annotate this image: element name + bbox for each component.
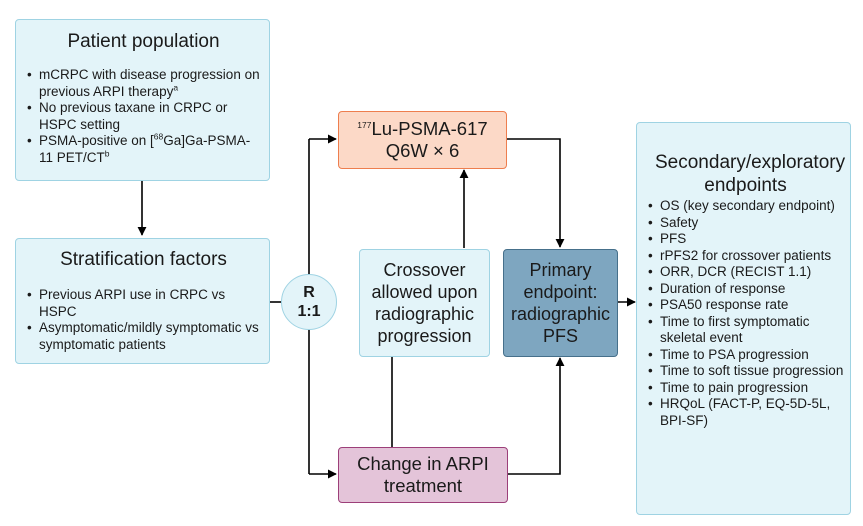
primary-endpoint-box: Primary endpoint: radiographic PFS <box>503 249 618 357</box>
stratification-factors-title: Stratification factors <box>60 249 227 270</box>
lu-psma-line1: 177Lu-PSMA-617 <box>357 118 488 139</box>
list-item: ORR, DCR (RECIST 1.1) <box>648 264 844 281</box>
list-item: rPFS2 for crossover patients <box>648 248 844 265</box>
list-item: Time to soft tissue progression <box>648 363 844 380</box>
arrow-lu-to-primary <box>507 138 565 248</box>
secondary-endpoints-title: Secondary/exploratory endpoints <box>655 152 846 196</box>
list-item: PFS <box>648 231 844 248</box>
list-item: Time to pain progression <box>648 380 844 397</box>
list-item: Previous ARPI use in CRPC vs HSPC <box>27 287 261 320</box>
list-item: Asymptomatic/mildly symptomatic vs sympt… <box>27 320 261 353</box>
list-item: Duration of response <box>648 281 844 298</box>
randomization-ratio: 1:1 <box>297 303 321 320</box>
list-item: PSMA-positive on [68Ga]Ga-PSMA-11 PET/CT… <box>27 132 261 166</box>
list-item: HRQoL (FACT-P, EQ-5D-5L, BPI-SF) <box>648 396 844 429</box>
lu-psma-line2: Q6W × 6 <box>385 140 460 161</box>
patient-population-box: Patient population mCRPC with disease pr… <box>15 19 270 181</box>
list-item: OS (key secondary endpoint) <box>648 198 844 215</box>
arpi-treatment-box: Change in ARPI treatment <box>338 447 508 503</box>
list-item: Time to first symptomatic skeletal event <box>648 314 844 347</box>
crossover-box: Crossover allowed upon radiographic prog… <box>359 249 490 357</box>
primary-endpoint-text: Primary endpoint: radiographic PFS <box>510 260 611 346</box>
list-item: Safety <box>648 215 844 232</box>
patient-population-title: Patient population <box>67 31 220 52</box>
list-item: mCRPC with disease progression on previo… <box>27 67 261 100</box>
list-item: Time to PSA progression <box>648 347 844 364</box>
randomization-circle: R 1:1 <box>281 274 337 330</box>
list-item: No previous taxane in CRPC or HSPC setti… <box>27 100 261 133</box>
arrow-arpi-to-primary <box>508 357 565 475</box>
crossover-text: Crossover allowed upon radiographic prog… <box>371 260 478 346</box>
list-item: PSA50 response rate <box>648 297 844 314</box>
lu-psma-box: 177Lu-PSMA-617 Q6W × 6 <box>338 111 507 169</box>
randomization-label: R <box>303 284 315 301</box>
stratification-factors-box: Stratification factors Previous ARPI use… <box>15 238 270 364</box>
arpi-treatment-text: Change in ARPI treatment <box>357 453 489 496</box>
secondary-endpoints-box: Secondary/exploratory endpoints OS (key … <box>636 122 851 515</box>
